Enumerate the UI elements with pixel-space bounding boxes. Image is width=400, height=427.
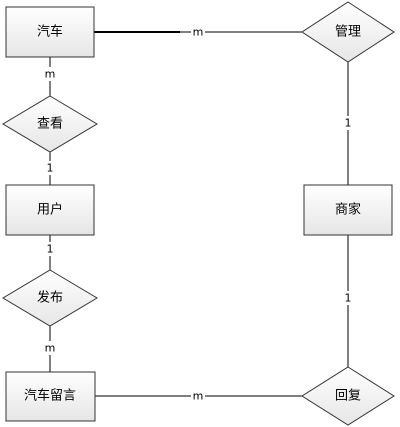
- relationship-publish-label: 发布: [37, 290, 63, 306]
- relationship-view-label: 查看: [37, 116, 63, 132]
- card-view-user: 1: [47, 162, 54, 175]
- relationship-reply[interactable]: 回复: [301, 366, 395, 426]
- entity-user[interactable]: 用户: [5, 184, 95, 236]
- relationship-publish-diamond: [2, 269, 98, 327]
- entity-merchant-box: [303, 184, 393, 236]
- card-user-publish: 1: [47, 243, 54, 256]
- entity-merchant-label: 商家: [335, 202, 361, 218]
- entity-car-box: [5, 6, 95, 58]
- card-publish-message: m: [45, 342, 56, 355]
- relationship-publish[interactable]: 发布: [2, 269, 98, 327]
- relationship-reply-label: 回复: [335, 389, 361, 404]
- connectors: [49, 31, 349, 397]
- card-manage-merchant: 1: [345, 117, 352, 130]
- card-reply-merchant: 1: [345, 292, 352, 305]
- card-message-reply: m: [193, 390, 204, 403]
- entity-car-message[interactable]: 汽车留言: [5, 371, 96, 422]
- relationship-reply-diamond: [301, 366, 395, 426]
- card-car-manage: m: [193, 26, 204, 39]
- entity-car-label: 汽车: [37, 24, 63, 40]
- relationship-manage-label: 管理: [335, 25, 361, 40]
- card-car-view: m: [45, 68, 56, 81]
- entity-car-message-label: 汽车留言: [24, 388, 76, 404]
- entity-user-label: 用户: [37, 202, 63, 218]
- relationship-view-diamond: [2, 95, 98, 153]
- relationship-manage-diamond: [301, 1, 395, 63]
- cardinality-labels: m 1 m 1 1 m m 1: [43, 25, 354, 403]
- relationship-manage[interactable]: 管理: [301, 1, 395, 63]
- entity-user-box: [5, 184, 95, 236]
- entity-car-message-box: [5, 371, 96, 422]
- entity-merchant[interactable]: 商家: [303, 184, 393, 236]
- entity-car[interactable]: 汽车: [5, 6, 95, 58]
- relationship-view[interactable]: 查看: [2, 95, 98, 153]
